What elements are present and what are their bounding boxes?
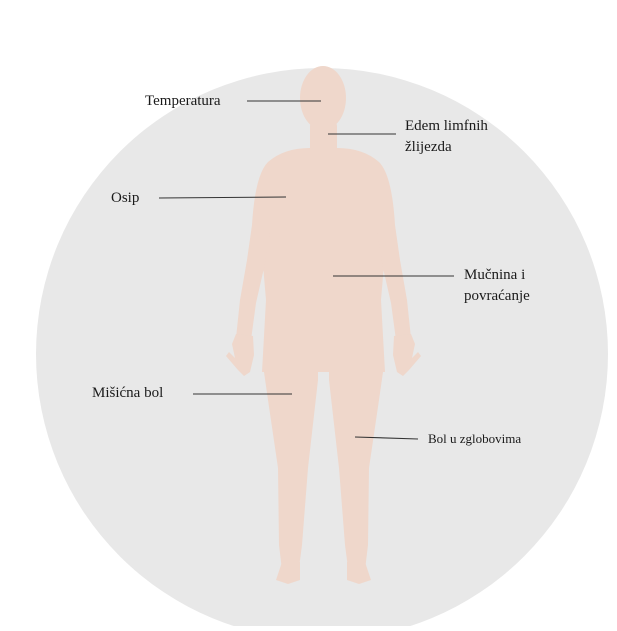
label-mucnina-line-2: povraćanje [464, 286, 530, 306]
label-mucnina-line-1: Mučnina i [464, 265, 525, 285]
neck [310, 122, 337, 152]
label-misicna-bol: Mišićna bol [92, 383, 163, 403]
label-edem-line-2: žlijezda [405, 137, 452, 157]
torso [260, 148, 387, 372]
head [300, 66, 346, 130]
label-bol-u-zglobovima: Bol u zglobovima [428, 429, 521, 449]
label-temperatura: Temperatura [145, 91, 221, 111]
label-edem-line-1: Edem limfnih [405, 116, 488, 136]
label-osip: Osip [111, 188, 139, 208]
